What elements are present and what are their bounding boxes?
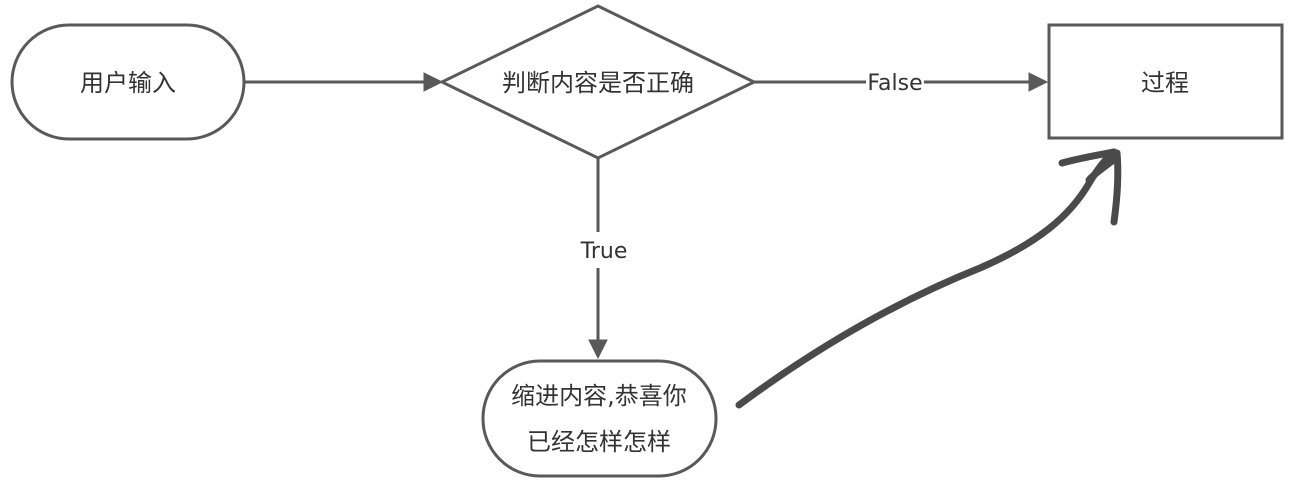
edge-input-to-decision bbox=[244, 72, 444, 92]
node-decision-label: 判断内容是否正确 bbox=[502, 69, 694, 97]
node-user-input[interactable]: 用户输入 bbox=[10, 23, 246, 141]
node-result-line-2: 已经怎样怎样 bbox=[527, 428, 671, 456]
node-decision[interactable]: 判断内容是否正确 bbox=[438, 4, 758, 160]
node-result[interactable]: 缩进内容,恭喜你 已经怎样怎样 bbox=[481, 359, 718, 478]
handdrawn-arrow-head-hook bbox=[1085, 154, 1120, 184]
handdrawn-arrow-head-left bbox=[1058, 148, 1118, 167]
node-user-input-label: 用户输入 bbox=[80, 69, 176, 97]
edge-label-true: True bbox=[580, 239, 628, 264]
node-process-label: 过程 bbox=[1141, 69, 1189, 97]
node-result-line-1: 缩进内容,恭喜你 bbox=[511, 382, 687, 410]
handdrawn-arrow-shaft bbox=[735, 148, 1118, 409]
handdrawn-arrow bbox=[735, 148, 1122, 409]
node-process[interactable]: 过程 bbox=[1047, 23, 1284, 140]
edge-decision-true: True bbox=[574, 158, 628, 360]
edge-decision-false: False bbox=[754, 68, 1049, 96]
edge-label-false: False bbox=[867, 71, 922, 96]
